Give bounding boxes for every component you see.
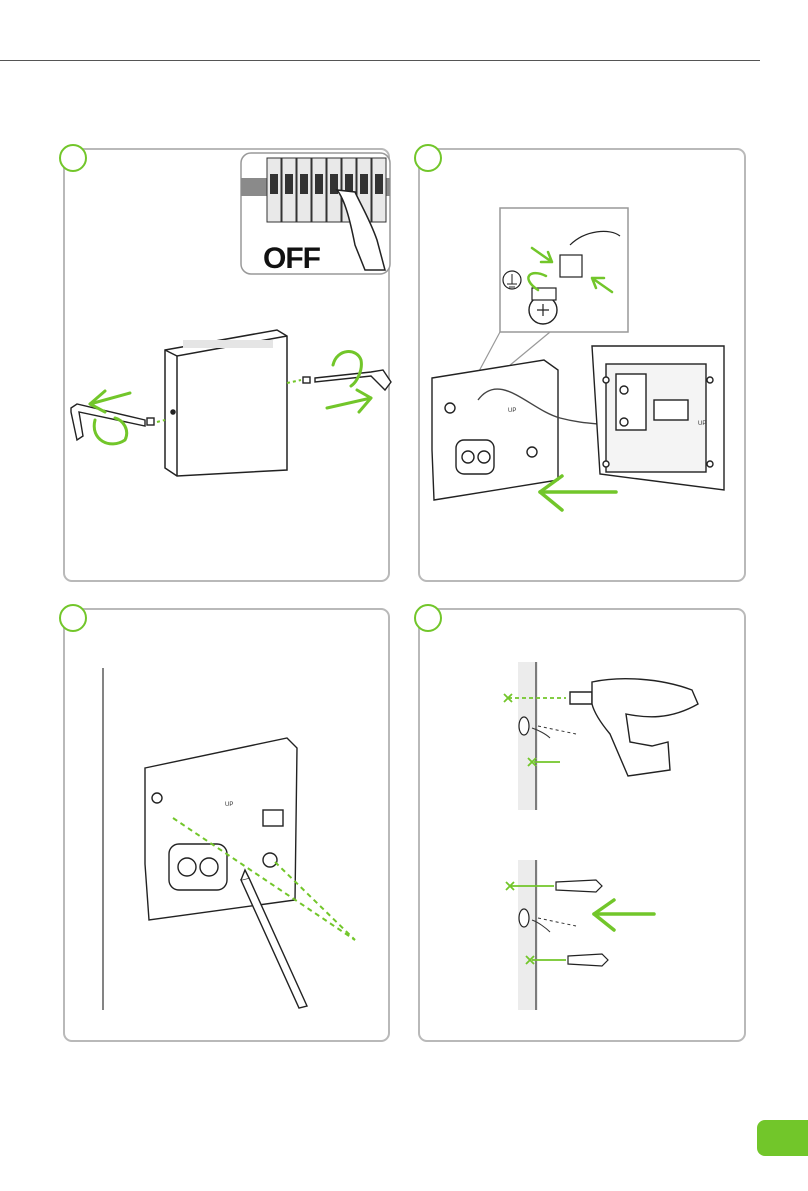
up-label: UP	[508, 408, 516, 414]
back-plate-icon	[145, 738, 297, 920]
arrow-left-icon	[594, 900, 654, 930]
circuit-breaker-icon: OFF	[241, 153, 390, 275]
step-1-illustration: OFF	[65, 150, 392, 584]
step-3-panel: UP	[63, 608, 390, 1042]
rotate-arrow-icon	[327, 352, 371, 412]
step-4-illustration	[420, 610, 748, 1044]
hex-key-icon	[303, 370, 391, 390]
wall-section	[518, 662, 538, 810]
step-1-panel: OFF	[63, 148, 390, 582]
thermostat-cover	[165, 330, 287, 476]
step-2-panel: UP UP	[418, 148, 746, 582]
step-3-illustration: UP	[65, 610, 392, 1044]
cut-line	[0, 60, 760, 61]
off-label: OFF	[263, 242, 321, 275]
step-4-panel	[418, 608, 746, 1042]
up-label: UP	[225, 802, 233, 808]
up-label: UP	[698, 421, 706, 427]
step-2-illustration: UP UP	[420, 150, 748, 584]
back-plate-icon	[432, 360, 558, 500]
wall-section	[518, 860, 538, 1010]
page-tab	[757, 1120, 808, 1156]
wire-connector-detail	[500, 208, 628, 332]
hex-key-icon	[71, 404, 154, 440]
drill-icon	[570, 679, 698, 776]
thermostat-open-box	[592, 346, 724, 490]
